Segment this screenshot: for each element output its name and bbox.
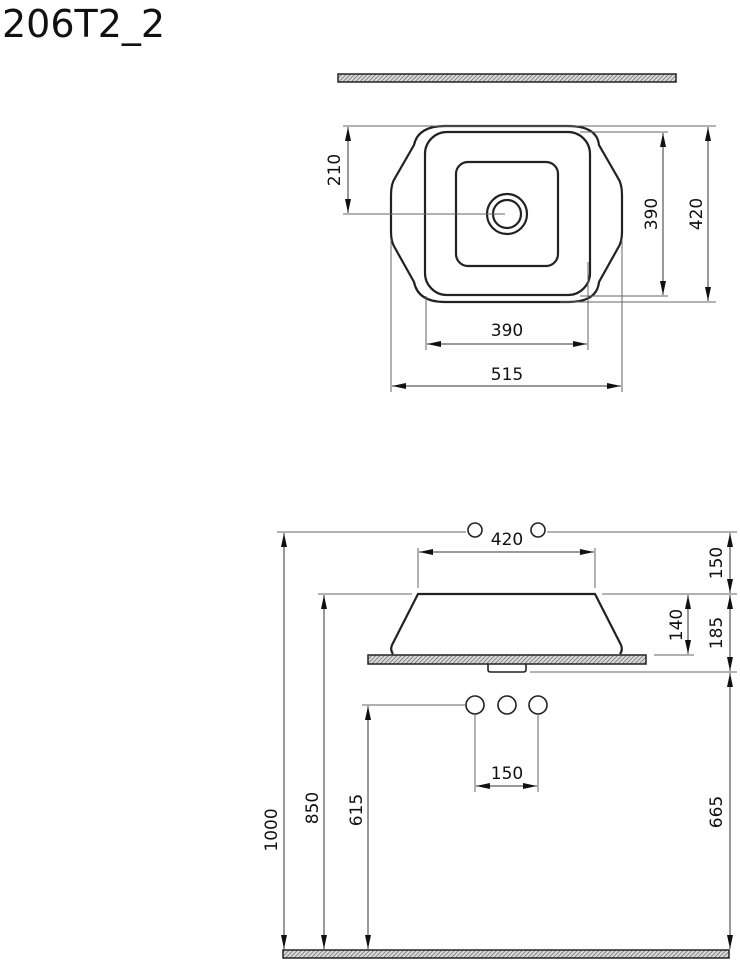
dim-390-vertical-label: 390 bbox=[642, 198, 662, 230]
top-view: 210 390 420 390 515 bbox=[325, 73, 716, 392]
dim-615-label: 615 bbox=[347, 794, 367, 826]
floor-section bbox=[282, 949, 730, 959]
drain-outlet bbox=[487, 664, 527, 673]
countertop-section-top bbox=[337, 73, 677, 83]
dim-1000-label: 1000 bbox=[262, 808, 282, 851]
dim-140-label: 140 bbox=[667, 609, 687, 641]
dim-150-vertical-label: 150 bbox=[707, 547, 727, 579]
supply-pipe-right bbox=[528, 695, 548, 715]
dim-150-horizontal-label: 150 bbox=[491, 764, 523, 784]
dim-210-label: 210 bbox=[325, 154, 345, 186]
tap-hole-right bbox=[530, 522, 546, 538]
front-view: 420 1000 850 140 150 185 665 615 150 bbox=[262, 522, 737, 959]
tap-hole-left bbox=[467, 522, 483, 538]
dim-850-label: 850 bbox=[303, 792, 323, 824]
dim-420-vertical-label: 420 bbox=[687, 198, 707, 230]
dim-515-label: 515 bbox=[491, 365, 523, 385]
sink-profile bbox=[390, 592, 623, 655]
dim-665-label: 665 bbox=[707, 796, 727, 828]
drawing-title: 206T2_2 bbox=[2, 2, 166, 46]
supply-pipe-left bbox=[465, 695, 485, 715]
countertop-section bbox=[367, 654, 647, 665]
dim-420-bowl-label: 420 bbox=[491, 530, 523, 550]
dim-390-horizontal-label: 390 bbox=[491, 321, 523, 341]
dim-185-label: 185 bbox=[707, 617, 727, 649]
supply-pipe-center bbox=[497, 695, 517, 715]
